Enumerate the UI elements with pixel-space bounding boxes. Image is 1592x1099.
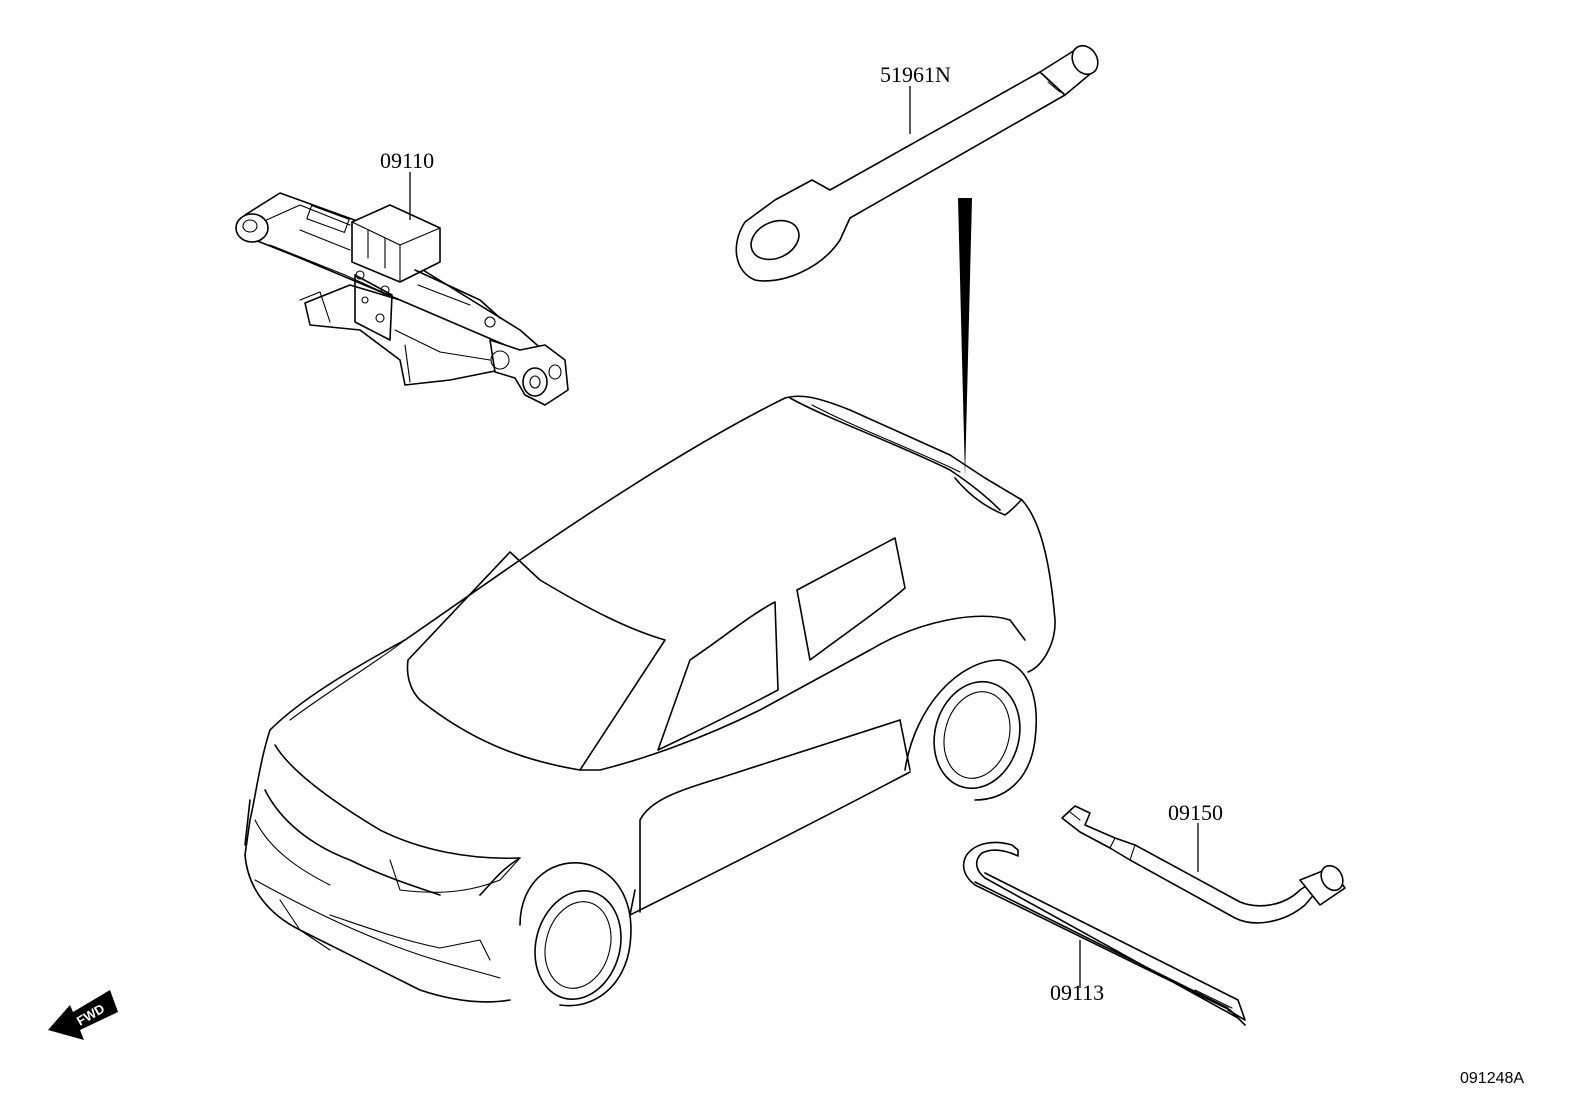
lug-wrench-illustration (1061, 805, 1346, 924)
scissor-jack-illustration (235, 192, 569, 406)
storage-location-pointer (958, 198, 972, 478)
handle-part-number: 09113 (1050, 980, 1104, 1005)
jack-part-number: 09110 (380, 148, 434, 173)
fwd-arrow-icon: FWD (48, 990, 118, 1040)
wrench-part-number: 09150 (1168, 800, 1223, 825)
rod-part-number: 51961N (880, 62, 951, 87)
vehicle-outline-illustration (244, 395, 1056, 1007)
figure-code: 091248A (1460, 1070, 1524, 1087)
extension-rod-illustration (735, 44, 1099, 282)
jack-handle-illustration (962, 841, 1246, 1026)
